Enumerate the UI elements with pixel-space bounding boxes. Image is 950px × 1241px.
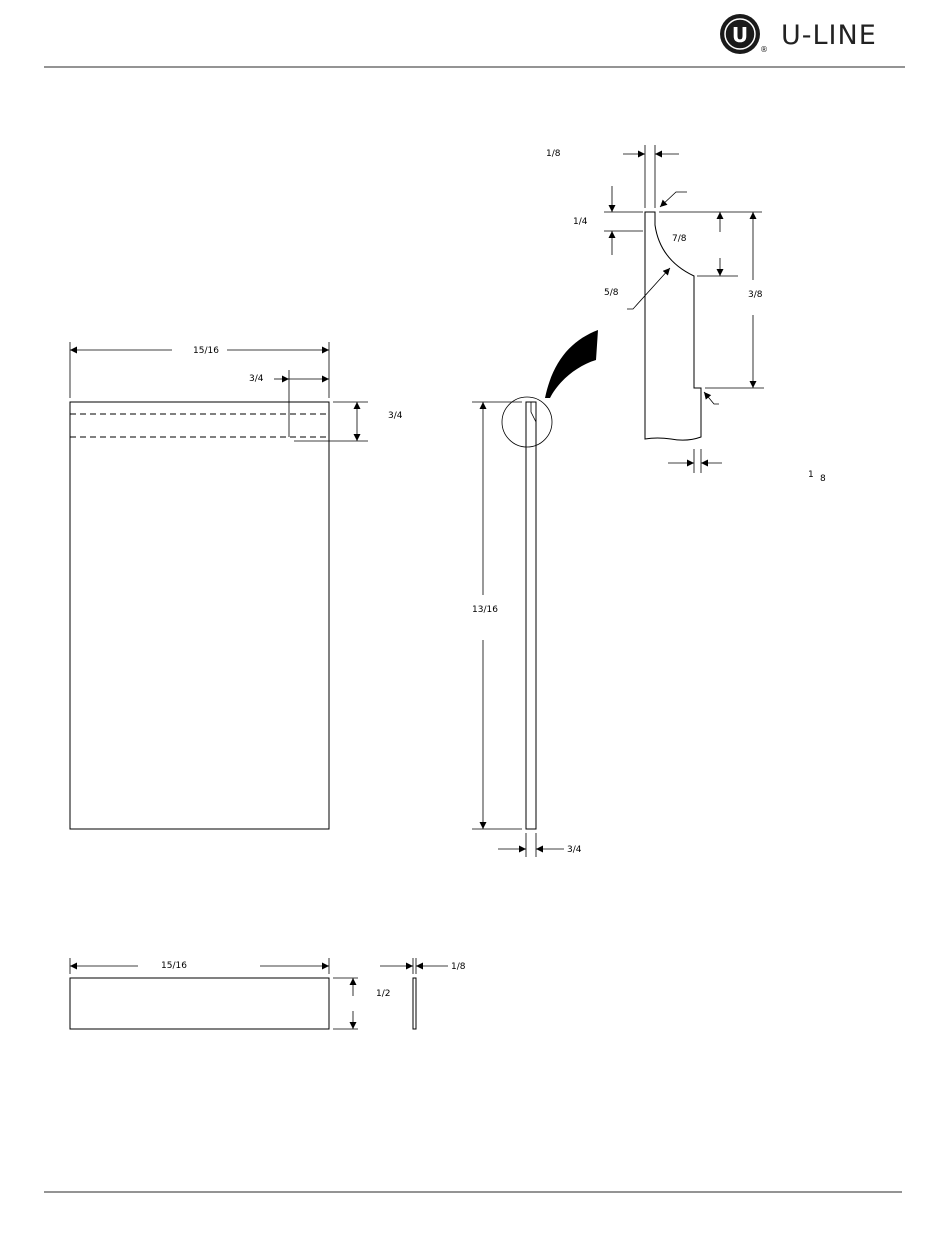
front-band-label: 3/4 [388,411,403,421]
detail-step-height-label: 3/8 [748,290,763,300]
side-panel-outline [526,402,536,829]
step-leader [704,392,719,404]
side-panel-view: 13/16 3/4 [472,330,598,857]
detail-callout-pointer-icon [545,330,598,398]
radius-leader [627,268,670,309]
brand-name: U-LINE [781,20,877,51]
detail-curve-drop-label: 7/8 [672,234,687,244]
detail-bottom-width-den: 8 [820,474,826,484]
front-inset-label: 3/4 [249,374,264,384]
strip-height-label: 1/2 [376,989,390,999]
strip-view: 15/16 1/2 1/8 [70,958,466,1029]
detail-radius-label: 5/8 [604,288,619,298]
registered-mark: ® [760,45,768,54]
edge-profile-detail: 1/8 1/4 7/8 5/8 3/8 1 8 [546,145,826,484]
front-panel-outline [70,402,329,829]
edge-profile-outline [645,212,701,440]
strip-edge-outline [413,978,416,1029]
top-edge-leader [660,192,687,207]
strip-thickness-label: 1/8 [451,962,466,972]
front-panel-view: 15/16 3/4 3/4 [70,342,403,829]
strip-outline [70,978,329,1029]
uline-logo: U ® U-LINE [720,14,877,54]
side-height-label: 13/16 [472,605,498,615]
strip-width-label: 15/16 [161,961,187,971]
front-width-label: 15/16 [193,346,219,356]
logo-letter: U [732,23,748,47]
side-thickness-label: 3/4 [567,845,582,855]
detail-bottom-width-num: 1 [808,470,814,480]
detail-callout-circle [502,397,552,447]
detail-top-width-label: 1/8 [546,149,561,159]
detail-top-drop-label: 1/4 [573,217,588,227]
